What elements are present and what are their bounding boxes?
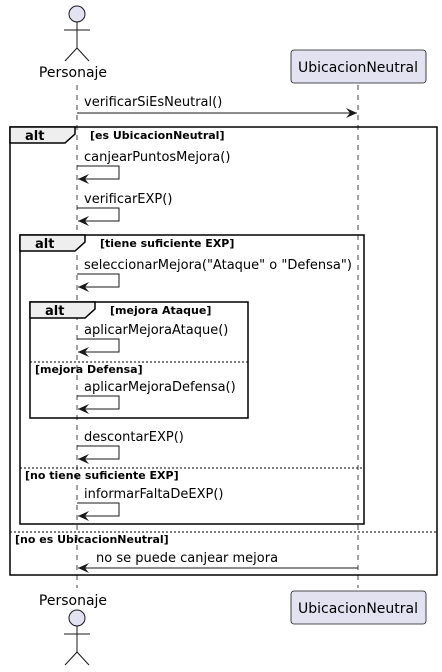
alt-frame-outer-guard: [es UbicacionNeutral] xyxy=(90,129,224,142)
alt-frame-inner-guard: [mejora Ataque] xyxy=(110,304,211,317)
alt-frame-outer-keyword: alt xyxy=(25,129,44,144)
message-aplicar-ataque-label: aplicarMejoraAtaque() xyxy=(84,323,228,338)
message-verificar-exp-label: verificarEXP() xyxy=(84,192,172,207)
message-seleccionar-label: seleccionarMejora("Ataque" o "Defensa") xyxy=(84,258,352,273)
message-informar-arrow xyxy=(77,502,120,521)
alt-frame-inner-keyword: alt xyxy=(45,304,64,319)
personaje-label-bottom: Personaje xyxy=(39,593,107,609)
message-aplicar-defensa-arrow xyxy=(77,395,120,414)
alt-frame-middle-tab xyxy=(19,234,86,252)
alt-frame-inner xyxy=(29,301,249,419)
alt-frame-middle-else-guard: [no tiene suficiente EXP] xyxy=(25,469,179,482)
personaje-label-top: Personaje xyxy=(39,65,107,81)
alt-frame-inner-else-guard: [mejora Defensa] xyxy=(35,363,143,376)
message-aplicar-defensa-label: aplicarMejoraDefensa() xyxy=(84,380,236,395)
alt-frame-inner-tab xyxy=(29,301,96,319)
alt-frame-outer-else-guard: [no es UbicacionNeutral] xyxy=(15,533,169,546)
alt-frame-outer-tab xyxy=(9,126,76,144)
personaje-actor-top xyxy=(64,5,90,62)
message-canjear-arrow xyxy=(77,165,120,184)
message-canjear-label: canjearPuntosMejora() xyxy=(84,150,230,165)
alt-frame-middle-keyword: alt xyxy=(35,237,54,252)
message-informar-label: informarFaltaDeEXP() xyxy=(84,487,224,502)
message-verificar-neutral-label: verificarSiEsNeutral() xyxy=(84,95,222,110)
ubicacion-label-bottom: UbicacionNeutral xyxy=(298,601,418,617)
ubicacion-participant-bottom xyxy=(290,590,427,625)
message-no-canjear-label: no se puede canjear mejora xyxy=(96,551,278,566)
ubicacion-label-top: UbicacionNeutral xyxy=(298,60,418,76)
alt-frame-middle xyxy=(19,234,365,525)
ubicacion-participant-top xyxy=(290,49,427,84)
alt-frame-outer xyxy=(9,126,438,576)
personaje-actor-bottom xyxy=(64,609,90,666)
message-seleccionar-arrow xyxy=(77,273,120,292)
message-verificar-exp-arrow xyxy=(77,207,120,226)
message-descontar-label: descontarEXP() xyxy=(84,430,184,445)
message-descontar-arrow xyxy=(77,445,120,464)
message-aplicar-ataque-arrow xyxy=(77,338,120,357)
alt-frame-middle-guard: [tiene suficiente EXP] xyxy=(100,237,234,250)
